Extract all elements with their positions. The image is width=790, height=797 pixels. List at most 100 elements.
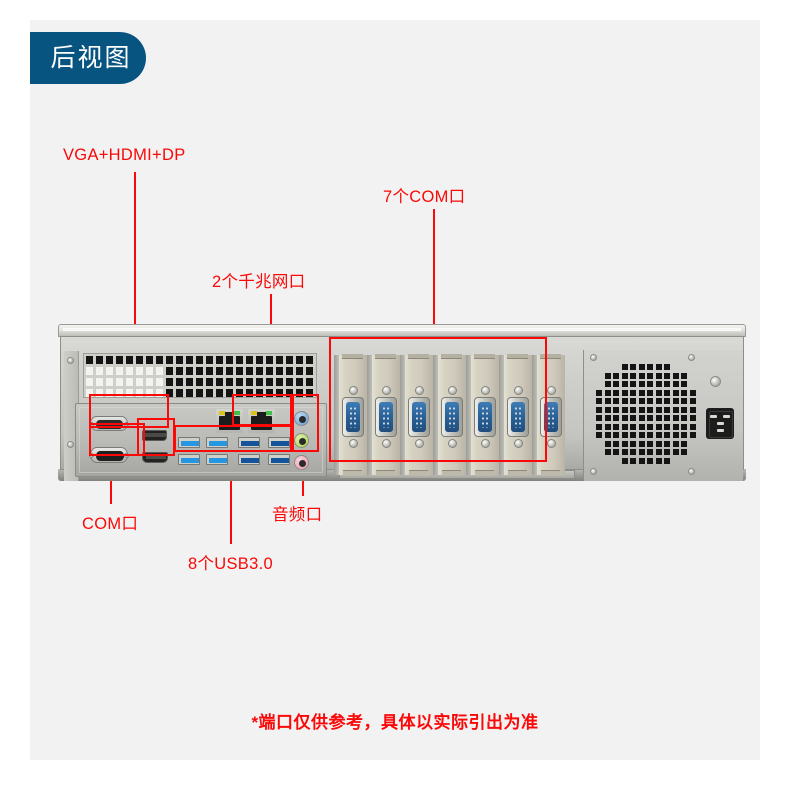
vent-hole xyxy=(296,378,303,386)
psu-vent-hole xyxy=(613,372,619,379)
psu-vent-hole xyxy=(664,457,670,464)
vent-hole xyxy=(266,389,273,397)
vent-hole xyxy=(276,389,283,397)
psu-vent-hole xyxy=(613,432,619,438)
power-supply-unit xyxy=(583,350,743,481)
vent-hole xyxy=(196,367,203,375)
psu-vent-hole xyxy=(638,389,645,396)
expansion-slot-gap xyxy=(532,355,538,475)
usb3-tongue xyxy=(241,458,259,463)
psu-vent-hole xyxy=(647,415,653,421)
callout-line-vga xyxy=(134,172,136,400)
slot-top-tab xyxy=(507,354,528,359)
callout-line-usb xyxy=(230,452,232,544)
vent-hole xyxy=(96,389,103,397)
expansion-slot-gap xyxy=(499,355,505,475)
psu-vent-hole xyxy=(630,372,636,379)
psu-vent-hole xyxy=(638,432,645,438)
psu-vent-hole xyxy=(672,415,679,421)
db9-screw-bottom xyxy=(382,439,391,448)
vent-hole xyxy=(206,356,213,364)
expansion-slot-gap xyxy=(400,355,406,475)
expansion-slot-area xyxy=(334,351,575,479)
chassis-screw-bottom-left xyxy=(67,441,74,448)
vent-hole xyxy=(126,367,133,375)
psu-vent-hole xyxy=(689,423,696,430)
psu-vent-hole xyxy=(621,406,628,413)
psu-vent-hole xyxy=(638,423,645,430)
view-title-badge: 后视图 xyxy=(30,32,146,84)
psu-vent-hole xyxy=(655,406,662,413)
callout-line-com7 xyxy=(433,209,435,341)
vent-hole xyxy=(116,389,123,397)
psu-vent-hole xyxy=(655,432,662,438)
vent-hole xyxy=(166,389,173,397)
vent-hole xyxy=(256,389,263,397)
psu-vent-hole xyxy=(647,423,653,430)
psu-screw-bottom-left xyxy=(590,468,597,475)
vent-hole xyxy=(206,367,213,375)
usb3-port xyxy=(268,437,290,448)
slot-bottom-tab xyxy=(409,470,428,476)
psu-screw-bottom-right xyxy=(688,468,695,475)
psu-vent-hole xyxy=(664,440,670,447)
psu-vent-hole xyxy=(689,398,696,404)
psu-vent-hole xyxy=(604,415,611,421)
vent-hole xyxy=(166,367,173,375)
vent-hole xyxy=(136,356,143,364)
vent-hole xyxy=(176,367,183,375)
expansion-slot-bracket xyxy=(504,354,532,476)
lan-led-activity xyxy=(251,411,257,415)
callout-label-audio: 音频口 xyxy=(272,506,323,524)
usb3-port xyxy=(178,437,200,448)
vent-hole xyxy=(186,378,193,386)
psu-vent-hole xyxy=(613,449,619,455)
vent-hole xyxy=(246,378,253,386)
lan-led-activity xyxy=(219,411,225,415)
vent-hole xyxy=(286,356,293,364)
db9-connector-face xyxy=(511,402,525,432)
psu-vent-hole xyxy=(664,406,670,413)
highlight-box-com7 xyxy=(329,337,547,462)
vent-hole xyxy=(306,367,313,375)
psu-vent-hole xyxy=(596,398,602,404)
vent-hole xyxy=(136,378,143,386)
db9-screw-top xyxy=(382,386,391,395)
vent-hole xyxy=(236,367,243,375)
vent-hole xyxy=(206,378,213,386)
vent-hole xyxy=(146,356,153,364)
vent-hole xyxy=(216,367,223,375)
db9-connector-face xyxy=(346,402,360,432)
footnote-text: *端口仅供参考，具体以实际引出为准 xyxy=(251,713,539,732)
slot-bottom-tab xyxy=(442,470,461,476)
slot-top-tab xyxy=(375,354,396,359)
highlight-box-audio xyxy=(292,394,319,452)
psu-vent-hole xyxy=(630,398,636,404)
psu-vent-hole xyxy=(647,389,653,396)
audio-jack-hole xyxy=(299,460,306,467)
com-port-db9 xyxy=(375,386,397,448)
vent-hole xyxy=(86,367,93,375)
slot-top-tab xyxy=(540,354,561,359)
psu-vent-hole xyxy=(664,398,670,404)
power-inlet-pin xyxy=(717,422,724,425)
vent-hole xyxy=(266,378,273,386)
psu-vent-hole xyxy=(655,440,662,447)
vent-hole xyxy=(266,356,273,364)
slot-bottom-tab xyxy=(376,470,395,476)
vent-hole xyxy=(306,378,313,386)
highlight-box-dphdmi xyxy=(137,418,175,456)
slot-top-tab xyxy=(408,354,429,359)
db9-screw-top xyxy=(349,386,358,395)
vent-hole xyxy=(186,367,193,375)
usb3-port xyxy=(238,437,260,448)
psu-vent-hole xyxy=(647,457,653,464)
slot-top-tab xyxy=(441,354,462,359)
power-inlet-c14 xyxy=(706,408,734,439)
psu-screw-top-left xyxy=(590,354,597,361)
psu-vent-hole xyxy=(672,398,679,404)
psu-vent-hole xyxy=(655,372,662,379)
vent-hole xyxy=(266,367,273,375)
psu-vent-hole xyxy=(604,389,611,396)
vent-hole xyxy=(296,367,303,375)
